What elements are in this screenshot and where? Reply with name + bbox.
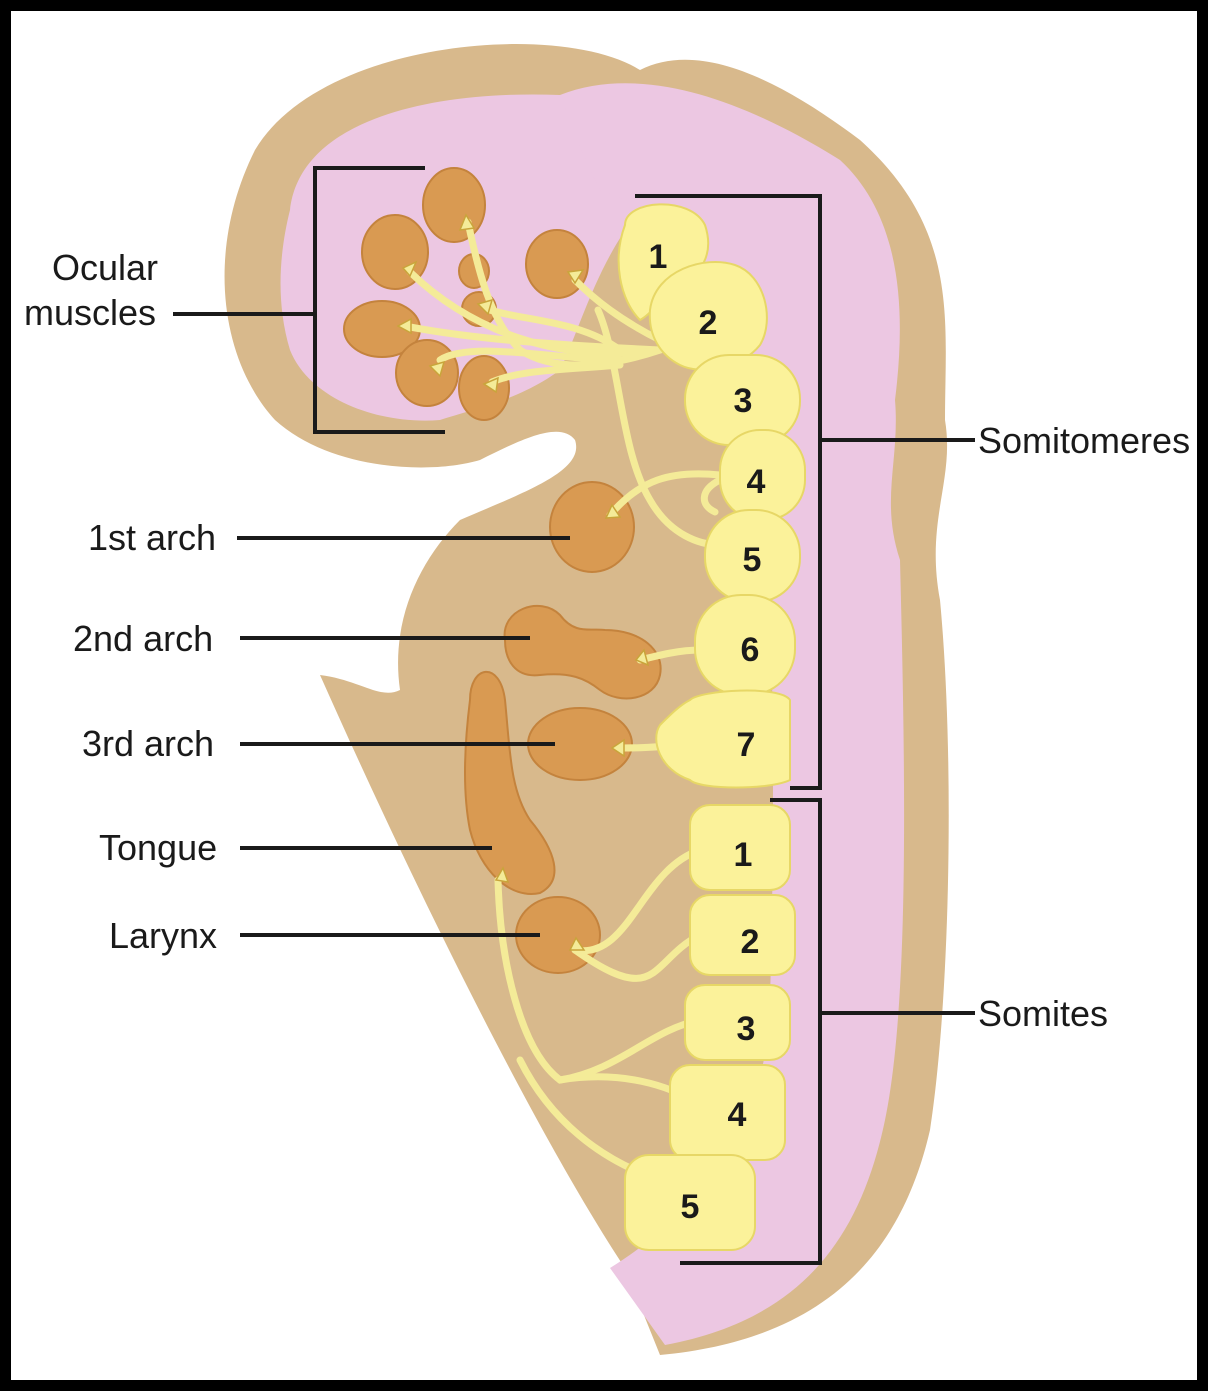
somitomere-number: 2 [699,304,718,342]
somite-number: 1 [734,836,753,874]
ocular-muscles-label-line2: muscles [24,292,156,333]
tongue-label: Tongue [99,827,217,868]
somites-label: Somites [978,993,1108,1034]
ocular-muscles-label-line1: Ocular [52,247,158,288]
somite-number: 2 [741,923,760,961]
third-arch-label: 3rd arch [82,723,214,764]
somitomere-number: 3 [734,382,753,420]
larynx-label: Larynx [109,915,217,956]
somitomere-number: 6 [741,631,760,669]
somite-number: 4 [728,1096,747,1134]
somitomere-number: 4 [747,463,766,501]
ocular-muscle [423,168,485,242]
somite-number: 5 [681,1188,700,1226]
somitomere-number: 5 [743,541,762,579]
ocular-muscle [459,356,509,420]
somitomeres-label: Somitomeres [978,420,1190,461]
first-arch-label: 1st arch [88,517,216,558]
somite-number: 3 [737,1010,756,1048]
second-arch-label: 2nd arch [73,618,213,659]
somitomere-number: 1 [649,238,668,276]
somitomere-number: 7 [737,726,756,764]
first-arch-muscle [550,482,634,572]
ocular-muscle [396,340,458,406]
